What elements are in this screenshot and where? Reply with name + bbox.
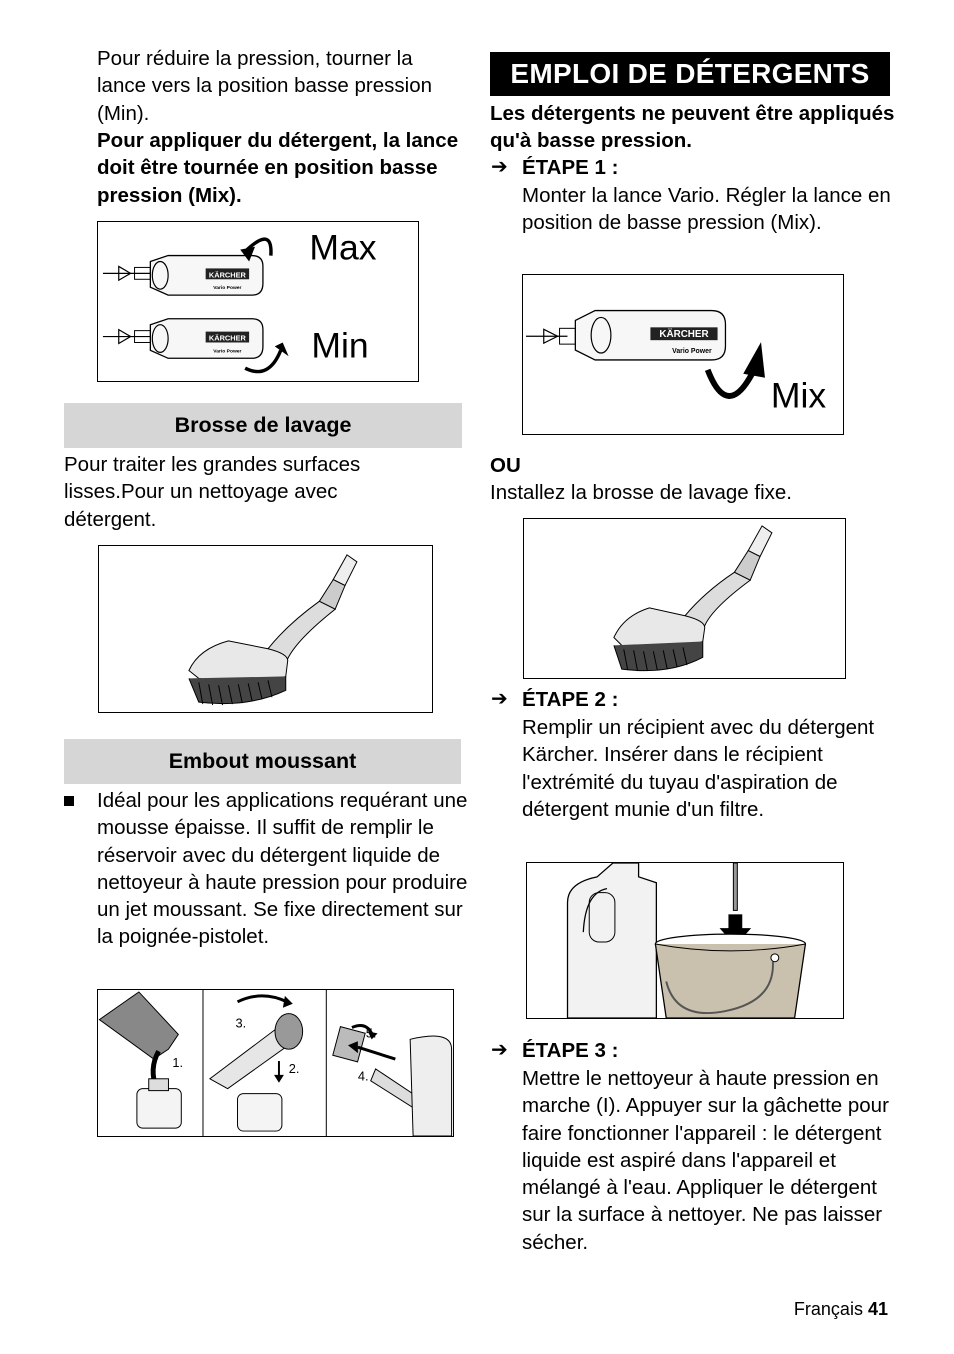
brush-description: Pour traiter les grandes surfaces lisses… [64,453,361,531]
arrow-right-icon: ➔ [491,1039,508,1061]
figure-fixed-brush [523,518,846,679]
svg-text:Vario Power: Vario Power [672,348,712,355]
figure-detergent-container [526,862,844,1019]
label-mix: Mix [771,375,827,415]
step-1-text: Monter la lance Vario. Régler la lance e… [522,184,891,235]
fixed-brush-illustration [613,525,773,672]
svg-text:2.: 2. [289,1061,300,1076]
label-max: Max [309,228,376,268]
section-header-brush: Brosse de lavage [64,403,462,448]
figure-wash-brush [98,545,433,713]
label-min: Min [311,325,368,365]
panel-step-2-3: 3. 2. [208,994,304,1132]
figure-lance-mix: KÄRCHER Vario Power Mix [522,274,844,435]
step-2-text: Remplir un récipient avec du détergent K… [522,716,875,821]
svg-text:KÄRCHER: KÄRCHER [209,334,247,343]
section-header-foam: Embout moussant [64,739,461,784]
page-title: EMPLOI DE DÉTERGENTS [490,52,890,96]
svg-text:KÄRCHER: KÄRCHER [209,270,247,279]
panel-step-4-5: 5. 4. [332,1024,453,1136]
svg-text:Vario Power: Vario Power [213,348,241,354]
detergent-warning: Les détergents ne peuvent être appliqués… [490,102,895,153]
panel-step-1: 1. [98,991,183,1129]
svg-text:3.: 3. [236,1015,247,1030]
svg-text:4.: 4. [358,1069,369,1084]
page-number: 41 [867,1299,888,1319]
step-3-text: Mettre le nettoyeur à haute pression en … [522,1067,889,1254]
step-3-label: ÉTAPE 3 : [522,1039,619,1062]
figure-lance-max-min: KÄRCHER Vario Power Max KÄRCHER Vario Po… [97,221,419,382]
arrow-right-icon: ➔ [491,156,508,178]
svg-text:5.: 5. [366,1025,377,1040]
svg-text:1.: 1. [172,1055,183,1070]
square-bullet-icon [64,796,74,806]
step-1-label: ÉTAPE 1 : [522,156,619,179]
svg-text:KÄRCHER: KÄRCHER [659,329,708,340]
lance-min: KÄRCHER Vario Power Min [102,318,369,374]
or-text: Installez la brosse de lavage fixe. [490,481,792,504]
arrow-right-icon: ➔ [491,688,508,710]
svg-text:Vario Power: Vario Power [213,285,241,291]
intro-warning: Pour appliquer du détergent, la lance do… [97,129,459,207]
bucket [654,863,807,1018]
foam-description: Idéal pour les applications requérant un… [97,789,468,949]
step-2-label: ÉTAPE 2 : [522,688,619,711]
lance-max: KÄRCHER Vario Power Max [102,228,377,296]
page-footer: Français 41 [794,1297,888,1321]
intro-paragraph: Pour réduire la pression, tourner la lan… [97,47,433,125]
or-label: OU [490,454,521,477]
footer-language: Français [793,1299,863,1319]
detergent-jug [566,863,658,1018]
figure-foam-nozzle-steps: 1. 3. 2. 5. 4. [97,989,454,1137]
brush-illustration [188,554,358,706]
